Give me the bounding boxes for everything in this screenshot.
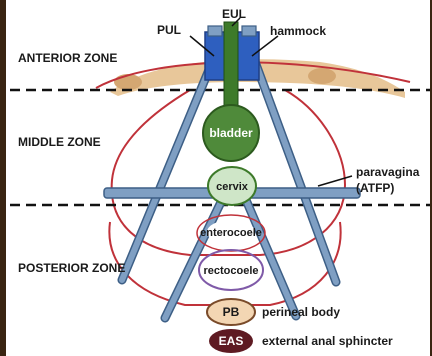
middle-zone-label: MIDDLE ZONE (18, 135, 101, 149)
pb-label: PB (223, 305, 240, 319)
enterocoele-label: enterocoele (200, 227, 262, 239)
eas-label: EAS (219, 334, 244, 348)
frame-left (0, 0, 6, 356)
posterior-zone-label: POSTERIOR ZONE (18, 261, 125, 275)
eul-label: EUL (222, 7, 246, 21)
rectocoele-label: rectocoele (203, 265, 258, 277)
paravaginal-label: paravagina (356, 165, 420, 179)
atfp-label: (ATFP) (356, 181, 394, 195)
tan-shadow-left (114, 74, 142, 90)
cervix-label: cervix (216, 181, 249, 193)
tan-shadow-right (308, 68, 336, 84)
bladder-label: bladder (209, 126, 253, 140)
hammock-label: hammock (270, 24, 326, 38)
external-anal-sphincter-label: external anal sphincter (262, 334, 393, 348)
pul-label: PUL (157, 23, 181, 37)
anterior-zone-label: ANTERIOR ZONE (18, 51, 117, 65)
perineal-body-label: perineal body (262, 305, 340, 319)
